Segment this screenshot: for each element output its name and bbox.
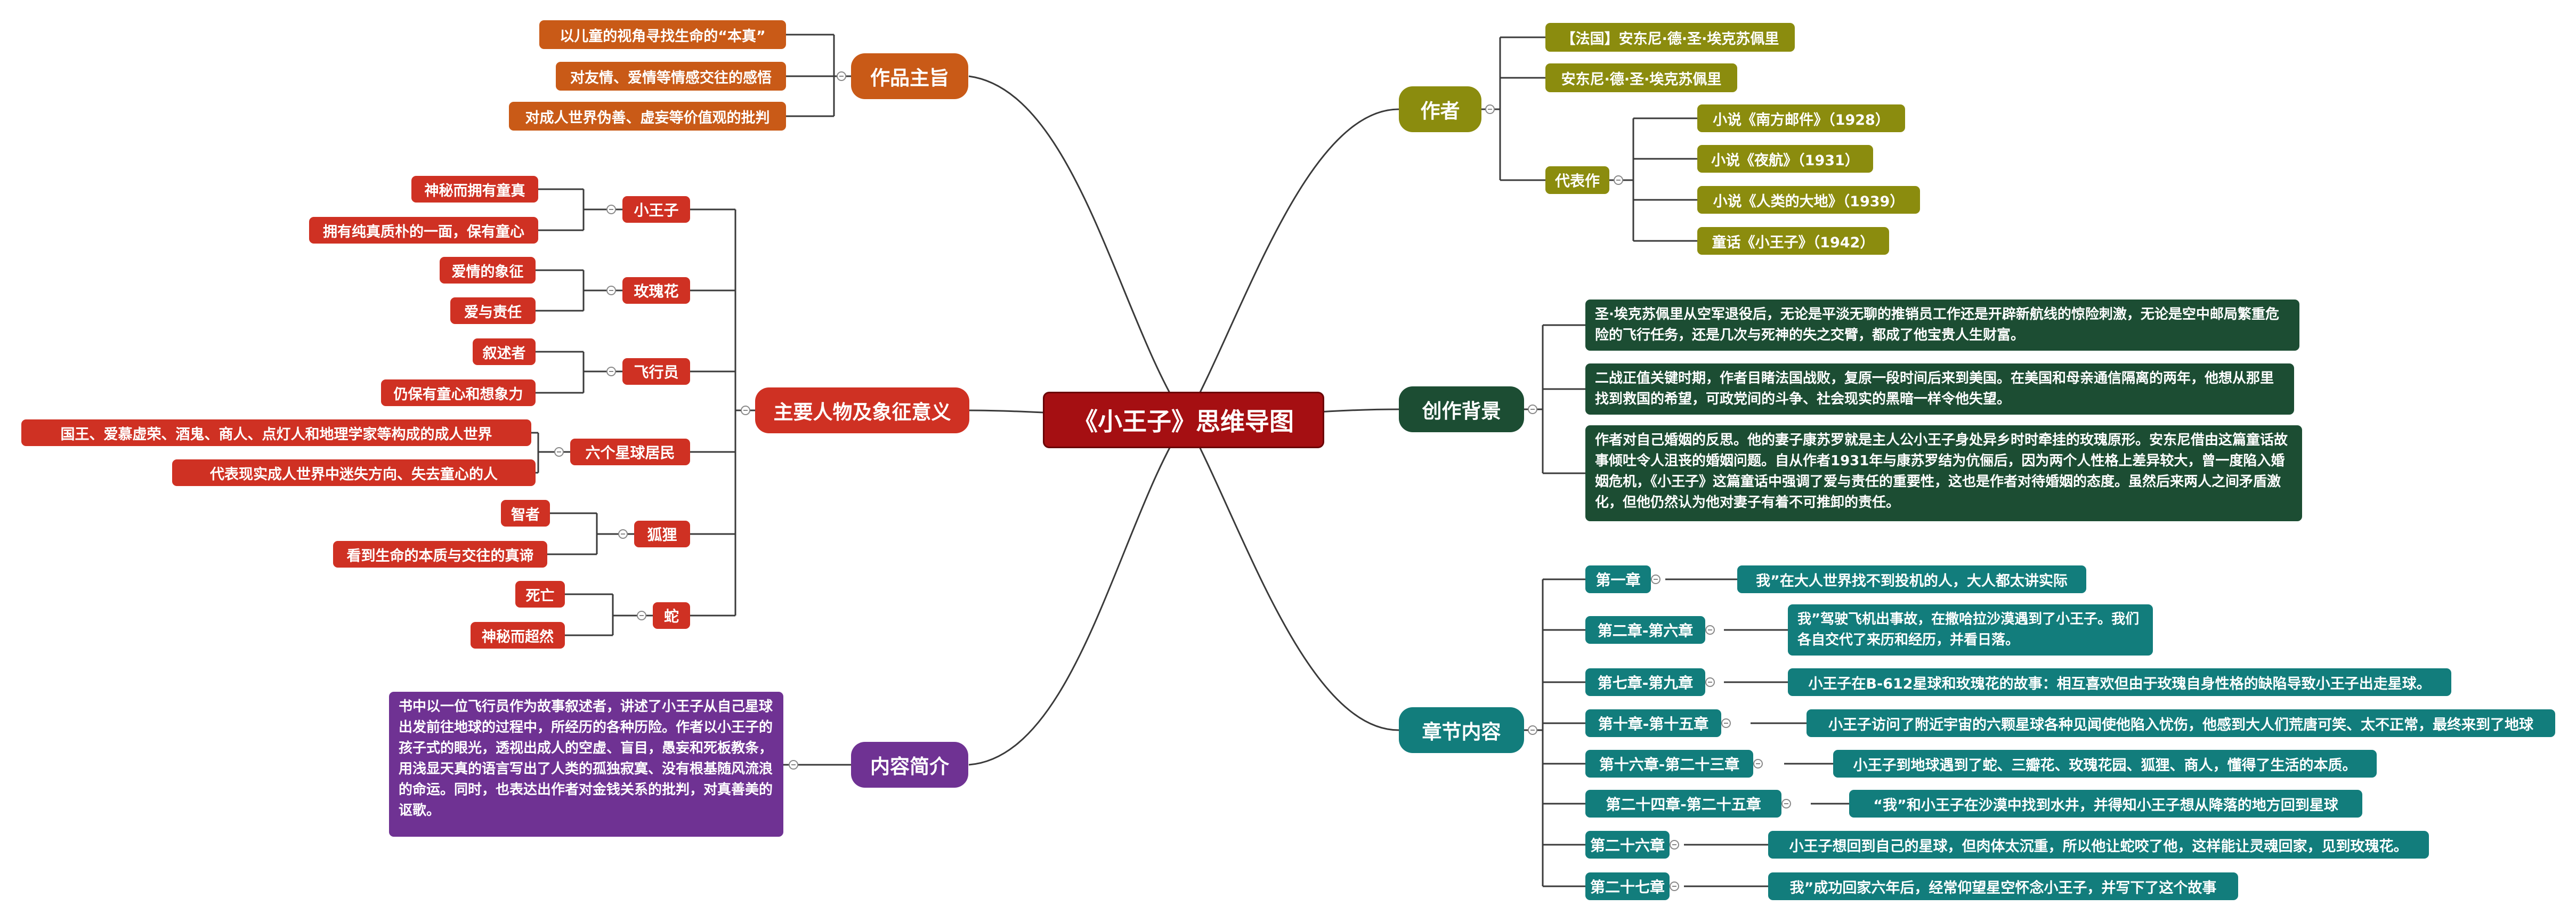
collapse-char-6-icon[interactable]: [637, 611, 646, 620]
char-item[interactable]: 拥有纯真质朴的一面，保有童心: [309, 217, 538, 244]
chapter-text: 我”驾驶飞机出事故，在撒哈拉沙漠遇到了小王子。我们各自交代了来历和经历，并看日落…: [1788, 604, 2153, 656]
collapse-background-icon[interactable]: [1528, 405, 1537, 414]
chapter-label[interactable]: 第十六章-第二十三章: [1585, 750, 1753, 778]
topic-background[interactable]: 创作背景: [1399, 386, 1524, 432]
char-group-little-prince[interactable]: 小王子: [622, 196, 690, 223]
author-works[interactable]: 代表作: [1545, 166, 1609, 194]
char-item[interactable]: 神秘而拥有童真: [411, 176, 538, 203]
topic-author[interactable]: 作者: [1399, 86, 1481, 132]
theme-item[interactable]: 对友情、爱情等情感交往的感悟: [556, 62, 786, 91]
char-item[interactable]: 仍保有童心和想象力: [381, 379, 536, 406]
collapse-chapter-7-icon[interactable]: [1670, 840, 1679, 850]
summary-text: 书中以一位飞行员作为故事叙述者，讲述了小王子从自己星球出发前往地球的过程中，所经…: [389, 692, 783, 837]
chapter-label[interactable]: 第十章-第十五章: [1585, 709, 1721, 737]
chapter-label[interactable]: 第二十六章: [1585, 831, 1670, 859]
char-item[interactable]: 神秘而超然: [471, 622, 565, 649]
char-item[interactable]: 爱情的象征: [440, 257, 536, 284]
chapter-text: 小王子访问了附近宇宙的六颗星球各种见闻使他陷入忧伤，他感到大人们荒唐可笑、太不正…: [1807, 709, 2555, 737]
collapse-author-icon[interactable]: [1485, 104, 1495, 114]
char-item[interactable]: 叙述者: [473, 338, 536, 365]
chapter-label[interactable]: 第七章-第九章: [1585, 668, 1705, 696]
works-item[interactable]: 小说《夜航》（1931）: [1697, 145, 1873, 173]
topic-chapters[interactable]: 章节内容: [1399, 707, 1524, 753]
char-group-snake[interactable]: 蛇: [653, 602, 690, 629]
topic-summary[interactable]: 内容简介: [851, 742, 968, 788]
collapse-char-2-icon[interactable]: [606, 286, 616, 295]
chapter-label[interactable]: 第二章-第六章: [1585, 616, 1705, 644]
chapter-text: 小王子到地球遇到了蛇、三瓣花、玫瑰花园、狐狸、商人，懂得了生活的本质。: [1833, 750, 2377, 778]
char-item[interactable]: 国王、爱慕虚荣、酒鬼、商人、点灯人和地理学家等构成的成人世界: [21, 419, 531, 446]
collapse-chapter-1-icon[interactable]: [1651, 575, 1660, 584]
chapter-text: 我”在大人世界找不到投机的人，大人都太讲实际: [1737, 565, 2086, 593]
background-item: 圣·埃克苏佩里从空军退役后，无论是平淡无聊的推销员工作还是开辟新航线的惊险刺激，…: [1585, 300, 2299, 351]
collapse-char-1-icon[interactable]: [606, 205, 616, 214]
char-item[interactable]: 死亡: [515, 581, 565, 608]
collapse-theme-icon[interactable]: [837, 71, 846, 81]
chapter-text: 我”成功回家六年后，经常仰望星空怀念小王子，并写下了这个故事: [1768, 872, 2238, 900]
collapse-characters-icon[interactable]: [741, 406, 750, 415]
collapse-char-5-icon[interactable]: [618, 529, 628, 539]
chapter-label[interactable]: 第二十四章-第二十五章: [1585, 790, 1781, 818]
collapse-summary-icon[interactable]: [789, 760, 798, 770]
collapse-chapter-3-icon[interactable]: [1705, 677, 1715, 687]
author-item[interactable]: 【法国】安东尼·德·圣·埃克苏佩里: [1545, 23, 1795, 52]
chapter-text: “我”和小王子在沙漠中找到水井，并得知小王子想从降落的地方回到星球: [1849, 790, 2362, 818]
char-group-planet-residents[interactable]: 六个星球居民: [570, 439, 690, 465]
char-item[interactable]: 看到生命的本质与交往的真谛: [333, 541, 547, 568]
collapse-chapter-4-icon[interactable]: [1721, 718, 1731, 728]
chapter-label[interactable]: 第二十七章: [1585, 872, 1670, 900]
collapse-chapter-5-icon[interactable]: [1753, 759, 1763, 769]
works-item[interactable]: 小说《南方邮件》（1928）: [1697, 104, 1905, 132]
chapter-text: 小王子想回到自己的星球，但肉体太沉重，所以他让蛇咬了他，这样能让灵魂回家，见到玫…: [1768, 831, 2429, 859]
char-item[interactable]: 爱与责任: [450, 297, 536, 324]
chapter-label[interactable]: 第一章: [1585, 565, 1651, 593]
char-group-rose[interactable]: 玫瑰花: [622, 277, 690, 304]
background-item: 作者对自己婚姻的反思。他的妻子康苏罗就是主人公小王子身处异乡时时牵挂的玫瑰原形。…: [1585, 425, 2302, 521]
background-item: 二战正值关键时期，作者目睹法国战败，复原一段时间后来到美国。在美国和母亲通信隔离…: [1585, 363, 2294, 415]
collapse-chapter-8-icon[interactable]: [1670, 881, 1679, 891]
chapter-text: 小王子在B-612星球和玫瑰花的故事：相互喜欢但由于玫瑰自身性格的缺陷导致小王子…: [1788, 668, 2451, 696]
char-item[interactable]: 代表现实成人世界中迷失方向、失去童心的人: [172, 459, 536, 486]
collapse-chapter-6-icon[interactable]: [1781, 799, 1791, 808]
collapse-chapters-icon[interactable]: [1528, 725, 1537, 735]
topic-theme[interactable]: 作品主旨: [851, 53, 968, 99]
author-item[interactable]: 安东尼·德·圣·埃克苏佩里: [1545, 63, 1737, 92]
theme-item[interactable]: 以儿童的视角寻找生命的“本真”: [539, 20, 786, 49]
topic-characters[interactable]: 主要人物及象征意义: [755, 387, 969, 433]
char-group-pilot[interactable]: 飞行员: [622, 358, 690, 385]
collapse-char-3-icon[interactable]: [606, 367, 616, 376]
works-item[interactable]: 童话《小王子》（1942）: [1697, 227, 1889, 255]
root-topic[interactable]: 《小王子》思维导图: [1043, 392, 1324, 448]
char-group-fox[interactable]: 狐狸: [634, 521, 690, 547]
works-item[interactable]: 小说《人类的大地》（1939）: [1697, 186, 1920, 214]
theme-item[interactable]: 对成人世界伪善、虚妄等价值观的批判: [509, 102, 786, 131]
char-item[interactable]: 智者: [501, 500, 550, 527]
collapse-chapter-2-icon[interactable]: [1705, 625, 1715, 635]
collapse-char-4-icon[interactable]: [554, 447, 564, 457]
collapse-works-icon[interactable]: [1614, 175, 1623, 185]
